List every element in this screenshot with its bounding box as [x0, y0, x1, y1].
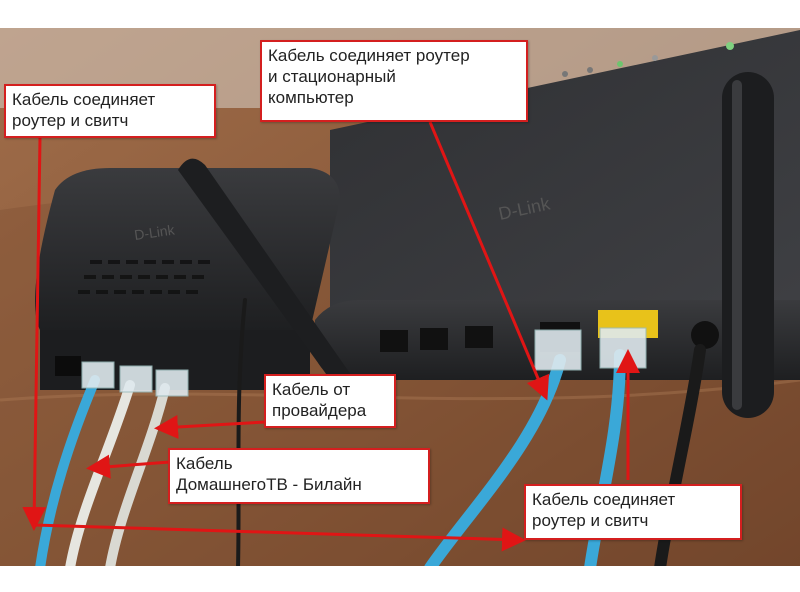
callout-computer: Кабель соединяет роутер и стационарный к…	[260, 40, 528, 122]
antenna-icon	[178, 158, 365, 404]
callout-switch-bottom: Кабель соединяет роутер и свитч	[524, 484, 742, 540]
callout-tv: Кабель ДомашнегоТВ - Билайн	[168, 448, 430, 504]
callout-line: Кабель соединяет	[12, 90, 156, 109]
callout-line: провайдера	[272, 401, 367, 420]
power-led-icon	[726, 42, 734, 50]
callout-line: ДомашнегоТВ - Билайн	[176, 475, 362, 494]
ethernet-port-icon	[465, 326, 493, 348]
callout-line: компьютер	[268, 88, 354, 107]
antenna-icon	[722, 72, 774, 418]
svg-text:D-Link: D-Link	[133, 221, 176, 243]
callout-switch-top: Кабель соединяет роутер и свитч	[4, 84, 216, 138]
callout-line: роутер и свитч	[532, 511, 649, 530]
cables	[35, 298, 706, 574]
switch: D-Link	[35, 168, 340, 390]
callout-line: роутер и свитч	[12, 111, 129, 130]
power-jack	[691, 321, 719, 349]
callout-line: Кабель соединяет роутер	[268, 46, 470, 65]
callout-provider: Кабель от провайдера	[264, 374, 396, 428]
callout-line: и стационарный	[268, 67, 396, 86]
callout-line: Кабель от	[272, 380, 351, 399]
callout-line: Кабель соединяет	[532, 490, 676, 509]
status-leds	[562, 42, 734, 77]
annotation-arrows	[22, 121, 640, 552]
ethernet-port-icon	[420, 328, 448, 350]
cable-plugs	[81, 327, 647, 397]
callout-line: Кабель	[176, 454, 233, 473]
ethernet-port-icon	[55, 356, 81, 376]
ethernet-port-icon	[380, 330, 408, 352]
